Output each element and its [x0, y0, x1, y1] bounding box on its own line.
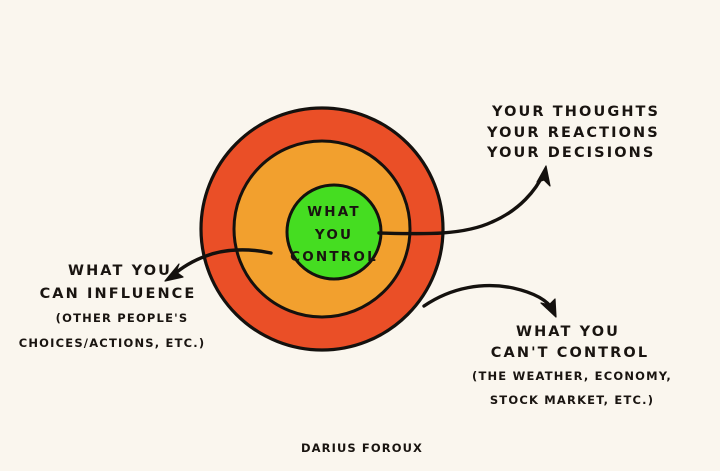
arrow-to-thoughts: [377, 165, 551, 236]
signature: DARIUS FOROUX: [301, 441, 423, 455]
label-thoughts-line-1: YOUR THOUGHTS: [491, 104, 660, 120]
label-your-thoughts: YOUR THOUGHTS YOUR REACTIONS YOUR DECISI…: [486, 104, 660, 161]
label-can-influence: WHAT YOU CAN INFLUENCE (OTHER PEOPLE'S C…: [19, 263, 206, 350]
label-cant-control: WHAT YOU CAN'T CONTROL (THE WEATHER, ECO…: [472, 324, 672, 407]
label-influence-line-1: WHAT YOU: [68, 263, 172, 279]
label-thoughts-line-3: YOUR DECISIONS: [486, 145, 655, 161]
label-cantcontrol-line-1: WHAT YOU: [516, 324, 620, 340]
label-influence-line-2: CAN INFLUENCE: [40, 286, 197, 302]
label-cantcontrol-line-2: CAN'T CONTROL: [491, 345, 649, 361]
label-influence-detail-2: CHOICES/ACTIONS, ETC.): [19, 336, 206, 350]
label-cantcontrol-detail-1: (THE WEATHER, ECONOMY,: [472, 369, 672, 383]
label-cantcontrol-detail-2: STOCK MARKET, ETC.): [490, 393, 654, 407]
label-influence-detail-1: (OTHER PEOPLE'S: [56, 311, 189, 325]
center-label: WHAT YOU CONTROL: [290, 204, 378, 265]
center-label-line-2: YOU: [314, 227, 353, 243]
arrow-to-influence: [164, 248, 273, 282]
center-label-line-3: CONTROL: [290, 249, 378, 265]
label-thoughts-line-2: YOUR REACTIONS: [486, 125, 660, 141]
center-label-line-1: WHAT: [307, 204, 361, 220]
arrow-to-cant-control: [422, 283, 557, 318]
